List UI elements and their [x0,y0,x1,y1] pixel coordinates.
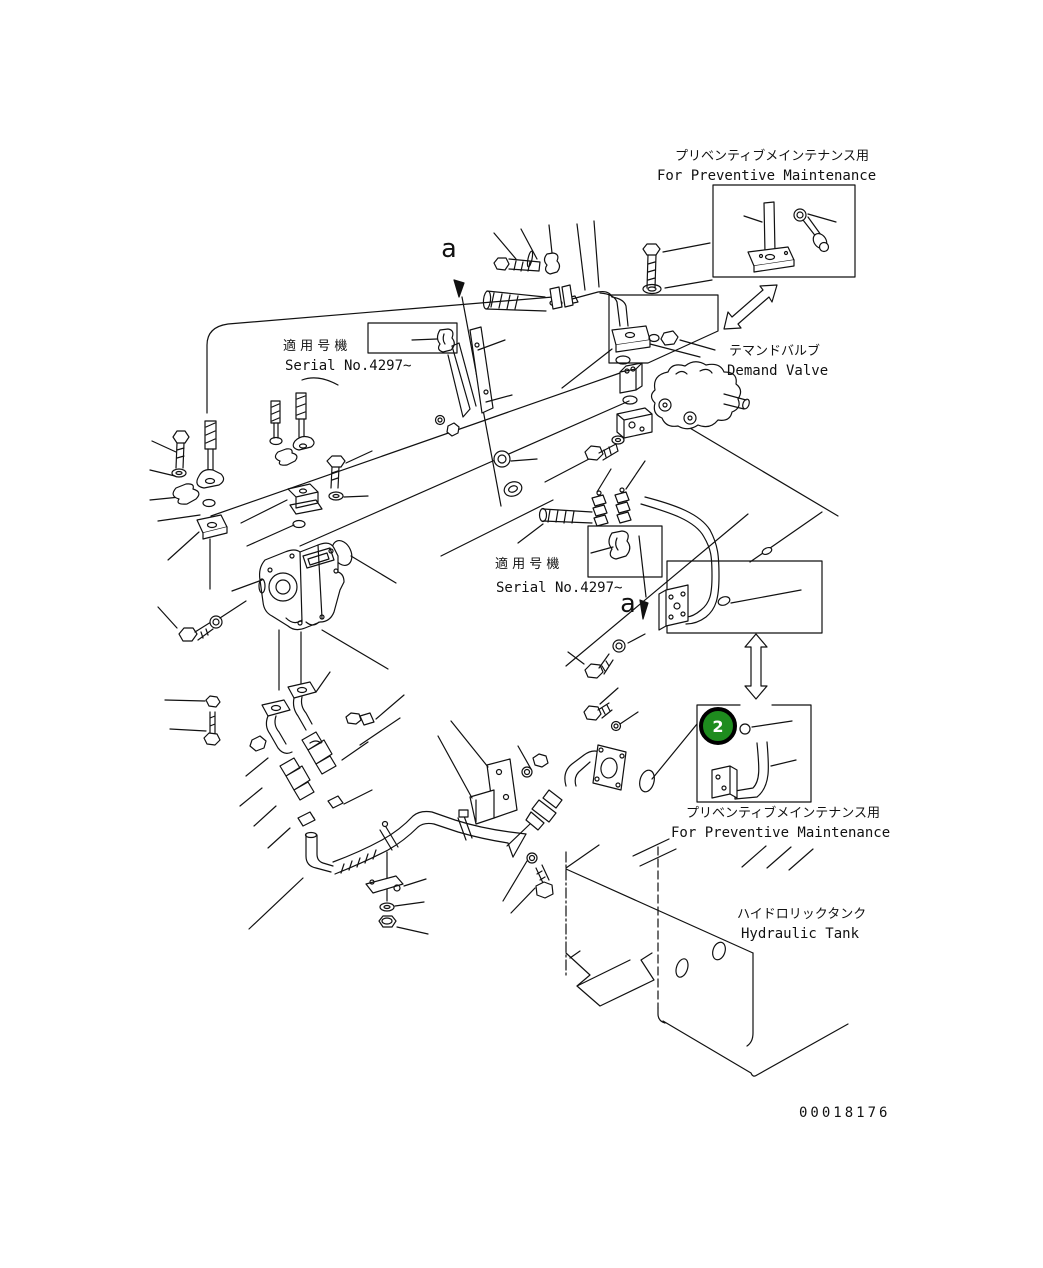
pm-top-label-en: For Preventive Maintenance [657,168,877,184]
hydraulic-tank-panel [565,838,849,1077]
section-arrow-a1 [453,279,465,298]
section-arrow-a2 [639,599,649,620]
middle-hose-assembly [517,460,646,544]
pm-top-arrow [723,284,778,330]
serial1-label-jp: 適 用 号 機 [283,339,348,354]
pm-detail-box-top [712,184,856,278]
upper-hose-assembly [482,284,629,327]
leader-lines [206,296,839,930]
hydraulic-tank-label-en: Hydraulic Tank [741,926,860,942]
serial2-label-jp: 適 用 号 機 [495,557,560,572]
suction-pipe-assembly [304,687,655,935]
part-hotspot-2[interactable]: 2 [699,707,737,745]
drawing-number: 00018176 [799,1105,891,1121]
serial2-group [567,496,823,679]
pm-bottom-arrow [744,633,768,700]
hydraulic-pump [157,540,397,691]
upper-fastener-cluster [493,220,713,307]
hydraulic-tank-label-jp: ハイドロリックタンク [737,907,867,922]
section-marker-a2: a [620,589,636,619]
demand-valve-label-en: Demand Valve [727,363,829,379]
demand-valve-connection-box [561,294,719,389]
left-fastener-cluster [149,392,373,590]
pm-bottom-label-en: For Preventive Maintenance [671,825,891,841]
serial1-box [367,322,538,497]
pm-detail-box-bottom [696,704,812,803]
pm-bottom-pointer-lines [741,845,814,871]
pm-bottom-label-jp: プリベンティブメインテナンス用 [686,806,880,821]
pm-top-label-jp: プリベンティブメインテナンス用 [675,149,869,164]
check-valve-stack [584,355,653,461]
manifold-cluster [164,671,405,849]
demand-valve-label-jp: テマンドバルブ [729,344,821,359]
serial2-label-en: Serial No.4297~ [496,580,623,596]
demand-valve-body [650,361,750,430]
serial1-label-en: Serial No.4297~ [285,358,412,374]
section-marker-a1: a [441,234,457,264]
